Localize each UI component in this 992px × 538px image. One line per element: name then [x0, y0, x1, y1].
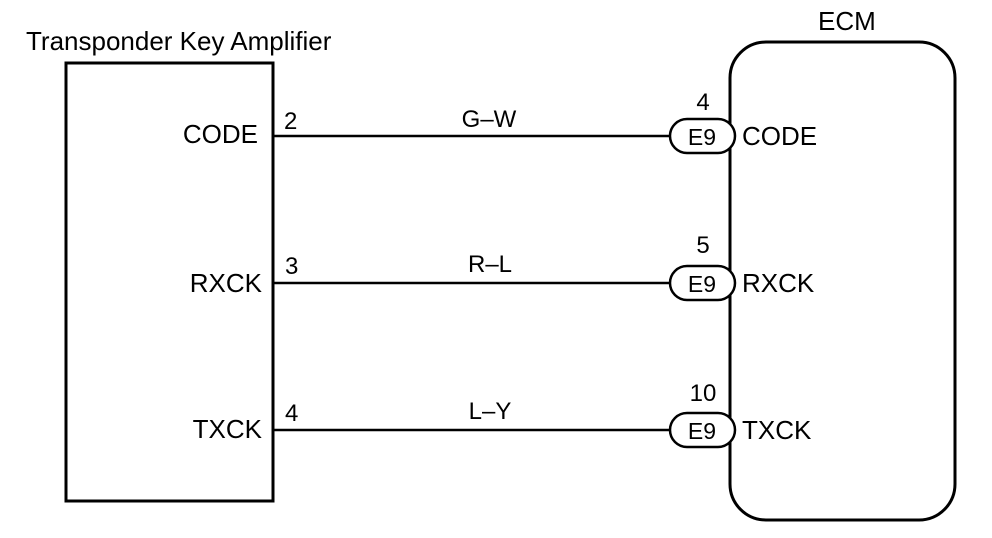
amp-pin-name-code: CODE: [183, 119, 258, 149]
circuit-code: CODE 2 G–W 4 E9 CODE: [183, 89, 817, 155]
wire-color-code: G–W: [462, 106, 517, 133]
amplifier-title: Transponder Key Amplifier: [26, 26, 332, 56]
amp-pin-number-rxck: 3: [285, 253, 298, 280]
connector-e9-rxck: [668, 264, 737, 302]
connector-label-rxck: E9: [688, 271, 716, 297]
wire-color-rxck: R–L: [468, 251, 512, 278]
amp-pin-number-code: 2: [284, 108, 297, 135]
circuit-rxck: RXCK 3 R–L 5 E9 RXCK: [190, 232, 815, 302]
amp-pin-name-txck: TXCK: [193, 414, 263, 444]
ecm-pin-name-code: CODE: [742, 121, 817, 151]
connector-label-txck: E9: [688, 418, 716, 444]
ecm-pin-name-txck: TXCK: [742, 415, 812, 445]
amp-pin-number-txck: 4: [285, 400, 298, 427]
amp-pin-name-rxck: RXCK: [190, 268, 263, 298]
connector-label-code: E9: [688, 124, 716, 150]
ecm-pin-number-rxck: 5: [696, 232, 709, 259]
wire-color-txck: L–Y: [469, 398, 512, 425]
ecm-pin-name-rxck: RXCK: [742, 268, 815, 298]
connector-e9-txck: [668, 411, 737, 449]
ecm-pin-number-txck: 10: [690, 380, 717, 407]
ecm-title: ECM: [818, 6, 876, 36]
connector-e9-code: [668, 117, 737, 155]
circuit-txck: TXCK 4 L–Y 10 E9 TXCK: [193, 380, 812, 449]
ecm-pin-number-code: 4: [696, 89, 709, 116]
